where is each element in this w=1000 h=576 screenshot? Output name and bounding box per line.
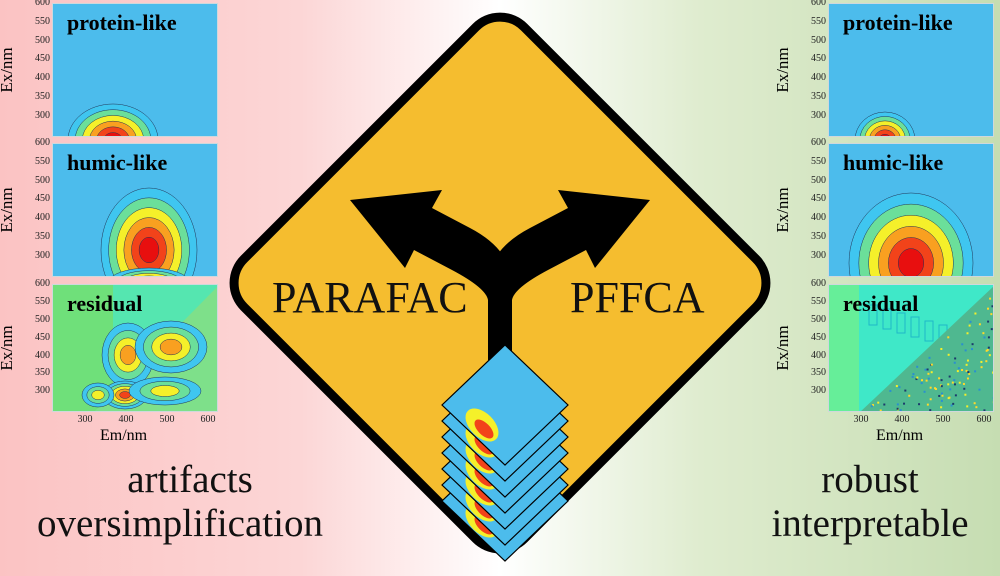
y-tick: 550 <box>24 16 50 27</box>
right-caption-2: interpretable <box>690 502 1000 546</box>
left-eem-panel-protein-like: protein-like <box>52 3 218 137</box>
y-axis-label: Ex/nm <box>773 35 793 105</box>
y-tick: 450 <box>24 53 50 64</box>
y-tick: 500 <box>800 175 826 186</box>
y-tick: 300 <box>800 250 826 261</box>
y-tick: 500 <box>24 35 50 46</box>
y-tick: 450 <box>800 53 826 64</box>
y-tick: 400 <box>24 72 50 83</box>
y-tick: 300 <box>800 110 826 121</box>
x-axis-label: Em/nm <box>100 427 147 445</box>
y-tick: 550 <box>800 156 826 167</box>
y-tick: 600 <box>800 278 826 289</box>
pffca-label: PFFCA <box>570 272 705 323</box>
y-tick: 550 <box>800 16 826 27</box>
left-caption-1: artifacts <box>10 458 370 502</box>
y-axis-label: Ex/nm <box>773 175 793 245</box>
y-tick: 350 <box>800 367 826 378</box>
x-tick: 400 <box>111 414 141 425</box>
y-tick: 600 <box>800 0 826 8</box>
panel-title: residual <box>67 291 142 317</box>
right-eem-panel-protein-like: protein-like <box>828 3 994 137</box>
y-tick: 400 <box>24 212 50 223</box>
y-tick: 350 <box>24 367 50 378</box>
panel-title: protein-like <box>67 10 177 36</box>
y-tick: 400 <box>24 350 50 361</box>
x-tick: 400 <box>887 414 917 425</box>
panel-title: humic-like <box>843 150 943 176</box>
y-axis-label: Ex/nm <box>0 35 17 105</box>
y-tick: 400 <box>800 212 826 223</box>
y-tick: 300 <box>800 385 826 396</box>
x-tick: 600 <box>193 414 223 425</box>
y-tick: 450 <box>800 332 826 343</box>
x-tick: 300 <box>846 414 876 425</box>
left-caption-2: oversimplification <box>0 502 360 546</box>
y-tick: 400 <box>800 72 826 83</box>
y-axis-label: Ex/nm <box>773 313 793 383</box>
y-tick: 400 <box>800 350 826 361</box>
y-tick: 600 <box>800 137 826 148</box>
right-eem-panel-residual: residual <box>828 284 994 412</box>
x-tick: 500 <box>928 414 958 425</box>
x-axis-label: Em/nm <box>876 427 923 445</box>
parafac-label: PARAFAC <box>272 272 468 323</box>
y-tick: 350 <box>24 91 50 102</box>
panel-title: humic-like <box>67 150 167 176</box>
y-tick: 350 <box>24 231 50 242</box>
y-tick: 500 <box>24 314 50 325</box>
y-tick: 600 <box>24 278 50 289</box>
right-eem-panel-humic-like: humic-like <box>828 143 994 277</box>
y-tick: 500 <box>24 175 50 186</box>
x-tick: 300 <box>70 414 100 425</box>
y-tick: 600 <box>24 137 50 148</box>
y-tick: 350 <box>800 91 826 102</box>
panel-title: protein-like <box>843 10 953 36</box>
y-tick: 300 <box>24 110 50 121</box>
y-tick: 550 <box>24 156 50 167</box>
y-tick: 500 <box>800 35 826 46</box>
y-axis-label: Ex/nm <box>0 313 17 383</box>
y-tick: 450 <box>800 193 826 204</box>
y-tick: 550 <box>800 296 826 307</box>
left-eem-panel-residual: residual <box>52 284 218 412</box>
x-tick: 500 <box>152 414 182 425</box>
right-caption-1: robust <box>690 458 1000 502</box>
y-tick: 450 <box>24 193 50 204</box>
y-tick: 550 <box>24 296 50 307</box>
x-tick: 600 <box>969 414 999 425</box>
y-tick: 500 <box>800 314 826 325</box>
y-tick: 350 <box>800 231 826 242</box>
y-tick: 300 <box>24 250 50 261</box>
panel-title: residual <box>843 291 918 317</box>
y-axis-label: Ex/nm <box>0 175 17 245</box>
y-tick: 600 <box>24 0 50 8</box>
y-tick: 300 <box>24 385 50 396</box>
left-eem-panel-humic-like: humic-like <box>52 143 218 277</box>
y-tick: 450 <box>24 332 50 343</box>
